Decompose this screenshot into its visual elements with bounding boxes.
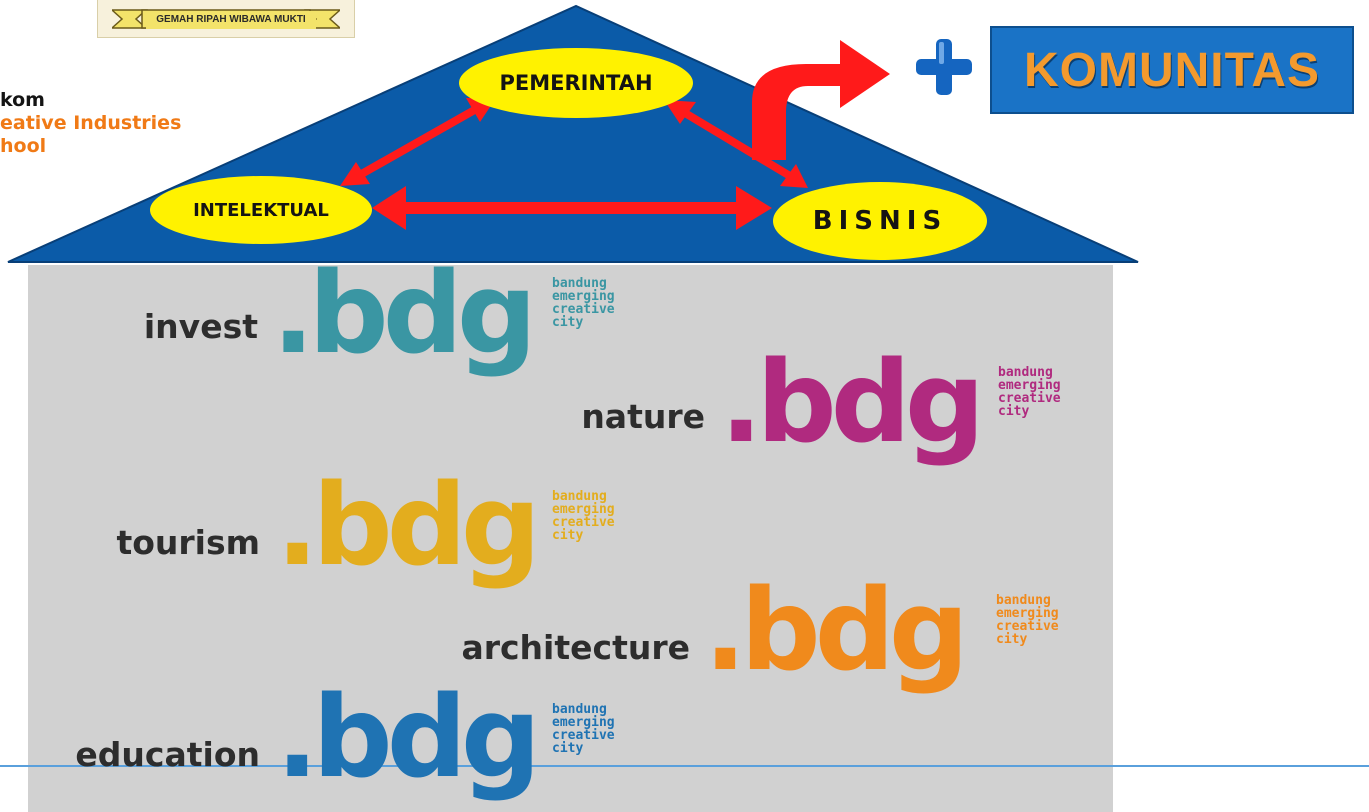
bdg-logo-tourism: .bdg <box>276 461 541 591</box>
brand-word-architecture: architecture <box>461 628 690 667</box>
bdg-logo-nature: .bdg <box>720 338 985 468</box>
tagline-line: creative <box>998 391 1061 406</box>
tagline-line: creative <box>996 619 1059 634</box>
tagline-line: city <box>552 741 584 756</box>
brand-word-tourism: tourism <box>116 523 260 562</box>
node-pemerintah: PEMERINTAH <box>459 48 693 118</box>
node-bisnis: BISNIS <box>773 182 987 260</box>
tagline-line: emerging <box>552 289 615 304</box>
komunitas-box: KOMUNITAS <box>990 26 1354 114</box>
brand-word-nature: nature <box>581 397 705 436</box>
logo-line-1: kom <box>0 89 45 111</box>
tagline-line: bandung <box>552 702 607 717</box>
tagline-line: bandung <box>552 489 607 504</box>
tagline-line: city <box>552 315 584 330</box>
brand-word-education: education <box>75 735 260 774</box>
tagline-line: creative <box>552 515 615 530</box>
brand-panel <box>28 265 1113 812</box>
tagline-line: city <box>998 404 1030 419</box>
node-intelektual: INTELEKTUAL <box>150 176 372 244</box>
komunitas-label: KOMUNITAS <box>1023 43 1321 97</box>
arrow-curved-komunitas <box>752 40 890 160</box>
tagline-line: creative <box>552 302 615 317</box>
node-intelektual-label: INTELEKTUAL <box>193 199 329 221</box>
arrow-pemerintah-bisnis <box>664 100 808 188</box>
tagline-line: city <box>552 528 584 543</box>
tagline-line: emerging <box>998 378 1061 393</box>
brand-word-invest: invest <box>143 307 258 346</box>
tagline-line: bandung <box>996 593 1051 608</box>
arrow-intelektual-bisnis <box>372 186 772 230</box>
tagline-line: bandung <box>552 276 607 291</box>
bdg-logo-invest: .bdg <box>272 249 537 379</box>
tagline-line: emerging <box>552 715 615 730</box>
tagline-line: creative <box>552 728 615 743</box>
tagline-line: emerging <box>996 606 1059 621</box>
logo-line-2: eative Industries <box>0 112 182 134</box>
footer-line <box>0 765 1369 767</box>
crest-motto: GEMAH RIPAH WIBAWA MUKTI <box>146 11 316 29</box>
bdg-logo-education: .bdg <box>276 673 541 803</box>
node-bisnis-label: BISNIS <box>812 206 948 236</box>
node-pemerintah-label: PEMERINTAH <box>499 71 653 95</box>
logo-line-3: hool <box>0 135 47 157</box>
bdg-logo-architecture: .bdg <box>704 566 969 696</box>
tagline-line: bandung <box>998 365 1053 380</box>
tagline-line: city <box>996 632 1028 647</box>
plus-icon <box>916 39 972 95</box>
tagline-line: emerging <box>552 502 615 517</box>
